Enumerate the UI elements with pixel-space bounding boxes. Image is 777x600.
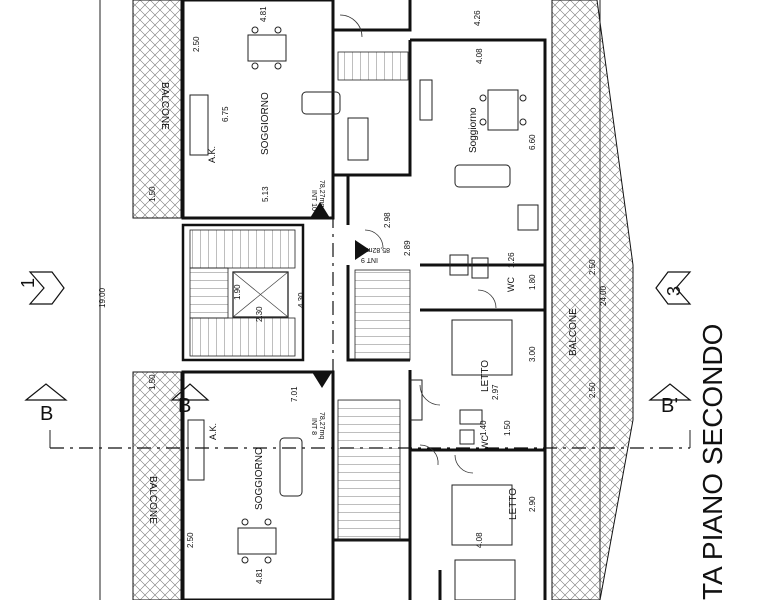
page-title: TA PIANO SECONDO: [697, 324, 728, 600]
stair-flight-top: [189, 229, 296, 269]
dim-408-top: 4.08: [475, 48, 484, 64]
room-letto-2: LETTO: [508, 488, 519, 520]
room-soggiorno-right: Soggiorno: [468, 107, 479, 153]
stair-flight-left: [189, 267, 229, 319]
unit-int10-name: INT 10: [310, 190, 317, 211]
marker-b-right-symbol: [648, 383, 692, 401]
dim-430: 4.30: [297, 292, 306, 308]
dim-290: 2.90: [528, 496, 537, 512]
dim-701: 7.01: [290, 386, 299, 402]
unit-int10-area: 78,27mq: [318, 180, 325, 207]
internal-stair-mid: [354, 269, 411, 361]
room-wc-1: WC: [506, 277, 516, 292]
dim-289: 2.89: [403, 240, 412, 256]
dim-250-top: 2.50: [192, 36, 201, 52]
room-soggiorno-top-left: SOGGIORNO: [260, 92, 271, 155]
stair-flight-bottom: [189, 317, 296, 357]
room-balcone-right: BALCONE: [568, 308, 579, 356]
dim-250-bottom: 2.50: [186, 532, 195, 548]
balcony-top-left-area: [132, 0, 182, 219]
unit-int8-name: INT 8: [310, 418, 317, 435]
stair-core: [181, 223, 305, 362]
marker-b-left-label: B: [40, 403, 53, 425]
unit-int9-area: 85,82mq: [363, 246, 390, 253]
dim-298: 2.98: [383, 212, 392, 228]
marker-b-mid-label: B: [178, 395, 191, 417]
dim-250-mid: 2.50: [588, 382, 597, 398]
room-letto-1: LETTO: [480, 360, 491, 392]
dim-126: 1.26: [507, 252, 516, 268]
entrance-arrow-mid: [355, 240, 370, 260]
balcony-bottom-left-area: [132, 371, 182, 600]
unit-int8-area: 78,27mq: [318, 412, 325, 439]
room-balcone-bottom-left: BALCONE: [147, 476, 158, 524]
dim-180: 1.80: [528, 274, 537, 290]
dim-250-right: 2.50: [588, 259, 597, 275]
dim-190: 1.90: [233, 284, 242, 300]
dim-408-bottom: 4.08: [475, 532, 484, 548]
dim-513: 5.13: [261, 186, 270, 202]
dim-2400: 24.00: [599, 285, 608, 306]
marker-b-left-symbol: [24, 383, 68, 401]
dim-297: 2.97: [491, 384, 500, 400]
dim-300: 3.00: [528, 346, 537, 362]
unit-int9-name: INT 9: [361, 256, 378, 263]
dim-426: 4.26: [473, 10, 482, 26]
room-balcone-top-left: BALCONE: [159, 82, 170, 130]
dim-230: 2.30: [255, 306, 264, 322]
marker-b-mid-symbol: [170, 383, 210, 401]
dim-481-top: 4.81: [259, 6, 268, 22]
balcony-right-area: [551, 0, 634, 600]
room-wc-2: WC: [480, 435, 490, 450]
internal-stair-top: [337, 51, 409, 81]
room-ak-top: A.K.: [207, 146, 217, 163]
marker-b-right-label: B': [661, 395, 678, 417]
room-ak-bottom: A.K.: [208, 423, 218, 440]
dim-140: 1.40: [479, 420, 488, 436]
internal-stair-bottom: [337, 399, 401, 541]
dim-150-wc: 1.50: [503, 420, 512, 436]
furniture: [187, 26, 539, 600]
dim-150-bottom: 1.50: [148, 374, 157, 390]
door-swings: [339, 14, 497, 474]
lift-shaft: [232, 271, 289, 318]
dim-675: 6.75: [221, 106, 230, 122]
dim-1900: 19.00: [98, 287, 107, 308]
dim-660: 6.60: [528, 134, 537, 150]
entrance-arrow-bottom: [312, 372, 332, 388]
dim-481-bottom: 4.81: [255, 568, 264, 584]
marker-3-label: 3: [664, 286, 684, 296]
marker-3-symbol: [655, 271, 692, 305]
dim-150-top: 1.50: [148, 186, 157, 202]
marker-1-label: 1: [18, 278, 38, 288]
room-soggiorno-bottom-left: SOGGIORNO: [254, 447, 265, 510]
entrance-arrow-top: [310, 202, 330, 218]
marker-1-symbol: [28, 271, 65, 305]
